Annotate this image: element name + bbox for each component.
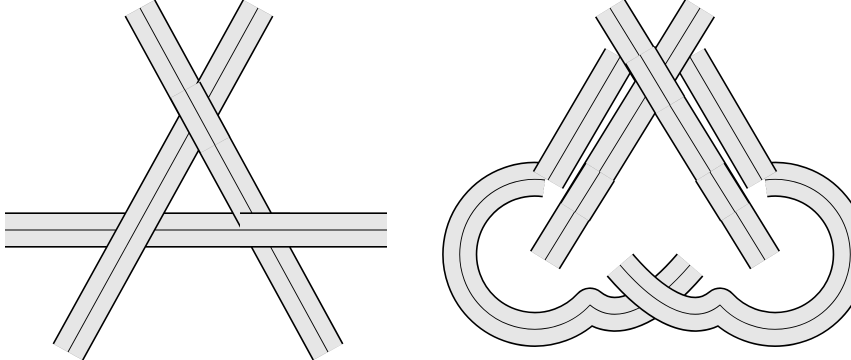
right-right-cross-over [710, 172, 735, 212]
right-left-cross-over [575, 172, 600, 212]
left-figure [5, 8, 387, 352]
right-figure [460, 8, 851, 329]
